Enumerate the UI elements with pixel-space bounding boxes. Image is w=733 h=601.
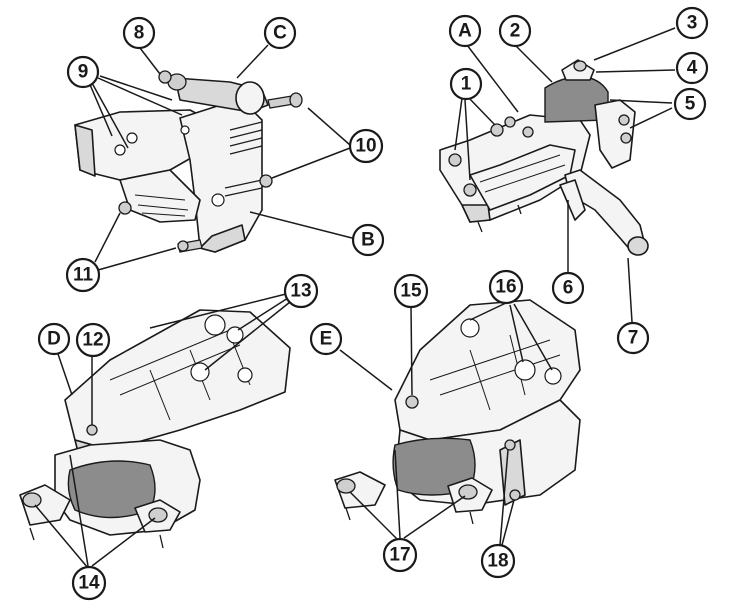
svg-text:3: 3	[687, 13, 698, 34]
callout-8: 8	[122, 16, 156, 50]
callout-18: 18	[480, 543, 516, 579]
svg-text:16: 16	[495, 277, 516, 298]
svg-text:12: 12	[82, 330, 103, 351]
callouts: 8 C 9 10 B 11 A 2	[37, 6, 709, 601]
callout-11: 11	[65, 257, 101, 293]
callout-e: E	[309, 322, 343, 356]
svg-text:1: 1	[461, 74, 472, 95]
callout-15: 15	[393, 273, 429, 309]
callout-16: 16	[488, 269, 524, 305]
assembly-e	[334, 299, 581, 525]
svg-text:10: 10	[355, 136, 376, 157]
leader-lines	[34, 27, 676, 569]
callout-d: D	[37, 322, 71, 356]
callout-13: 13	[283, 273, 319, 309]
callout-14: 14	[71, 565, 107, 601]
svg-text:8: 8	[134, 23, 145, 44]
svg-text:18: 18	[487, 551, 508, 572]
callout-c: C	[263, 16, 297, 50]
svg-text:11: 11	[73, 265, 94, 286]
svg-text:D: D	[47, 329, 61, 350]
callout-1: 1	[449, 67, 483, 101]
callout-a: A	[448, 14, 482, 48]
assembly-a	[439, 59, 649, 256]
svg-text:13: 13	[290, 281, 311, 302]
svg-text:9: 9	[78, 62, 89, 83]
callout-17: 17	[382, 537, 418, 573]
svg-text:14: 14	[78, 573, 100, 594]
callout-b: B	[351, 223, 385, 257]
svg-text:15: 15	[400, 281, 422, 302]
svg-text:17: 17	[389, 545, 410, 566]
callout-12: 12	[75, 322, 111, 358]
svg-text:2: 2	[510, 21, 521, 42]
svg-text:6: 6	[563, 278, 574, 299]
assembly-b-c	[74, 70, 303, 253]
callout-7: 7	[616, 321, 650, 355]
callout-5: 5	[673, 87, 707, 121]
svg-text:7: 7	[628, 328, 639, 349]
svg-text:E: E	[320, 329, 333, 350]
svg-text:B: B	[361, 230, 375, 251]
callout-9: 9	[66, 55, 100, 89]
svg-text:5: 5	[685, 94, 696, 115]
svg-text:C: C	[273, 23, 287, 44]
svg-text:A: A	[458, 21, 472, 42]
callout-10: 10	[348, 128, 384, 164]
assembly-d	[19, 309, 291, 549]
callout-2: 2	[498, 14, 532, 48]
callout-4: 4	[675, 51, 709, 85]
callout-3: 3	[675, 6, 709, 40]
svg-text:4: 4	[687, 58, 698, 79]
callout-6: 6	[551, 271, 585, 305]
